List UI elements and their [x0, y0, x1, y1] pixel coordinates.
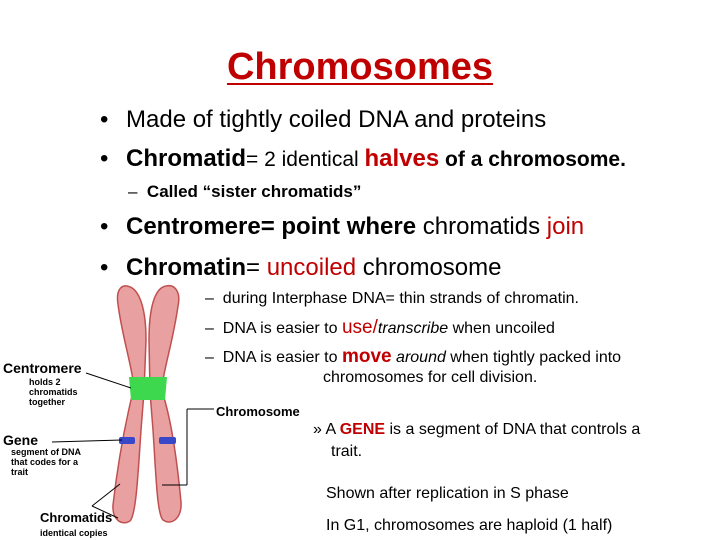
pointer-chromatids-2 — [91, 505, 119, 519]
centromere-label: Centromere — [3, 360, 82, 376]
bullet-marker: • — [100, 145, 109, 172]
centromere-band — [129, 377, 167, 400]
sub-easier-use: – DNA is easier to use/transcribe when u… — [205, 317, 555, 338]
pointer-chromatids — [91, 483, 121, 507]
sub-easier-move-cont: chromosomes for cell division. — [323, 369, 538, 386]
gene-desc: segment of DNA that codes for a trait — [11, 447, 82, 477]
slide-title: Chromosomes — [226, 46, 494, 88]
pointer-gene — [51, 439, 123, 443]
gene-band-right — [159, 437, 176, 444]
replication-note: Shown after replication in S phase — [326, 485, 569, 502]
gene-note: » A GENE is a segment of DNA that contro… — [313, 421, 641, 438]
chromatid-right — [148, 284, 182, 523]
chromatids-desc: identical copies — [40, 528, 108, 538]
sub-interphase: – during Interphase DNA= thin strands of… — [205, 290, 579, 307]
bullet-marker: • — [100, 254, 109, 281]
pointer-centromere — [85, 372, 132, 389]
chromosome-diagram — [51, 284, 214, 524]
chromatid-left — [112, 285, 147, 524]
bullet-marker: • — [100, 213, 109, 240]
chromatids-label: Chromatids — [40, 510, 113, 525]
gene-band-left — [119, 437, 135, 444]
gene-label: Gene — [3, 432, 39, 448]
sub-sister-chromatids: – Called “sister chromatids” — [128, 182, 362, 201]
bullet-chromatin: •Chromatin= uncoiled chromosome — [100, 254, 502, 281]
sub-easier-move: – DNA is easier to move around when tigh… — [205, 346, 622, 367]
bullet-centromere: •Centromere= point where chromatids join — [100, 213, 585, 240]
gene-note-cont: trait. — [331, 443, 363, 460]
bullet-coiled-dna: •Made of tightly coiled DNA and proteins — [100, 106, 547, 133]
g1-note: In G1, chromosomes are haploid (1 half) — [326, 517, 613, 534]
chromosome-label: Chromosome — [216, 404, 300, 419]
centromere-desc: holds 2 chromatids together — [29, 377, 78, 407]
bullet-marker: • — [100, 106, 109, 133]
bullet-chromatid: •Chromatid= 2 identical halves of a chro… — [100, 145, 626, 172]
